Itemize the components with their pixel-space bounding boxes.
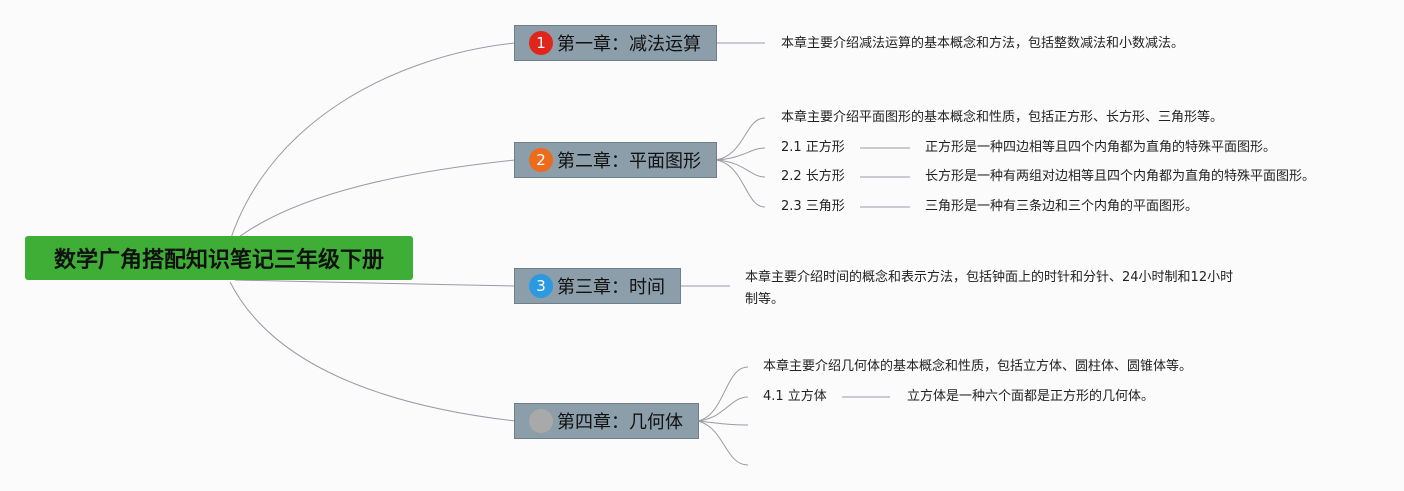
priority-3-icon: 3 bbox=[529, 274, 553, 298]
chapter-2-title: 第二章：平面图形 bbox=[557, 151, 701, 172]
topic-2-1-desc[interactable]: 正方形是一种四边相等且四个内角都为直角的特殊平面图形。 bbox=[925, 140, 1277, 155]
topic-4-1-label[interactable]: 4.1 立方体 bbox=[763, 389, 827, 404]
chapter-4-title: 第四章：几何体 bbox=[557, 412, 683, 433]
topic-2-2-label[interactable]: 2.2 长方形 bbox=[781, 169, 845, 184]
chapter-1-title: 第一章：减法运算 bbox=[557, 34, 701, 55]
priority-2-icon: 2 bbox=[529, 148, 553, 172]
chapter-1-summary[interactable]: 本章主要介绍减法运算的基本概念和方法，包括整数减法和小数减法。 bbox=[781, 36, 1185, 51]
topic-4-1-desc[interactable]: 立方体是一种六个面都是正方形的几何体。 bbox=[907, 389, 1155, 404]
chapter-2-summary[interactable]: 本章主要介绍平面图形的基本概念和性质，包括正方形、长方形、三角形等。 bbox=[781, 110, 1224, 125]
priority-4-icon bbox=[529, 409, 553, 433]
chapter-1-node[interactable]: 1 第一章：减法运算 bbox=[514, 25, 717, 61]
chapter-3-summary[interactable]: 本章主要介绍时间的概念和表示方法，包括钟面上的时针和分针、24小时制和12小时制… bbox=[745, 270, 1234, 307]
topic-2-3-desc[interactable]: 三角形是一种有三条边和三个内角的平面图形。 bbox=[925, 199, 1199, 214]
chapter-4-node[interactable]: 第四章：几何体 bbox=[514, 403, 699, 439]
root-topic[interactable]: 数学广角搭配知识笔记三年级下册 bbox=[25, 236, 413, 280]
priority-1-icon: 1 bbox=[529, 31, 553, 55]
chapter-3-node[interactable]: 3 第三章：时间 bbox=[514, 268, 681, 304]
topic-2-3-label[interactable]: 2.3 三角形 bbox=[781, 199, 845, 214]
chapter-2-node[interactable]: 2 第二章：平面图形 bbox=[514, 142, 717, 178]
chapter-3-title: 第三章：时间 bbox=[557, 277, 665, 298]
topic-2-2-desc[interactable]: 长方形是一种有两组对边相等且四个内角都为直角的特殊平面图形。 bbox=[925, 169, 1316, 184]
chapter-4-summary[interactable]: 本章主要介绍几何体的基本概念和性质，包括立方体、圆柱体、圆锥体等。 bbox=[763, 359, 1193, 374]
topic-2-1-label[interactable]: 2.1 正方形 bbox=[781, 140, 845, 155]
